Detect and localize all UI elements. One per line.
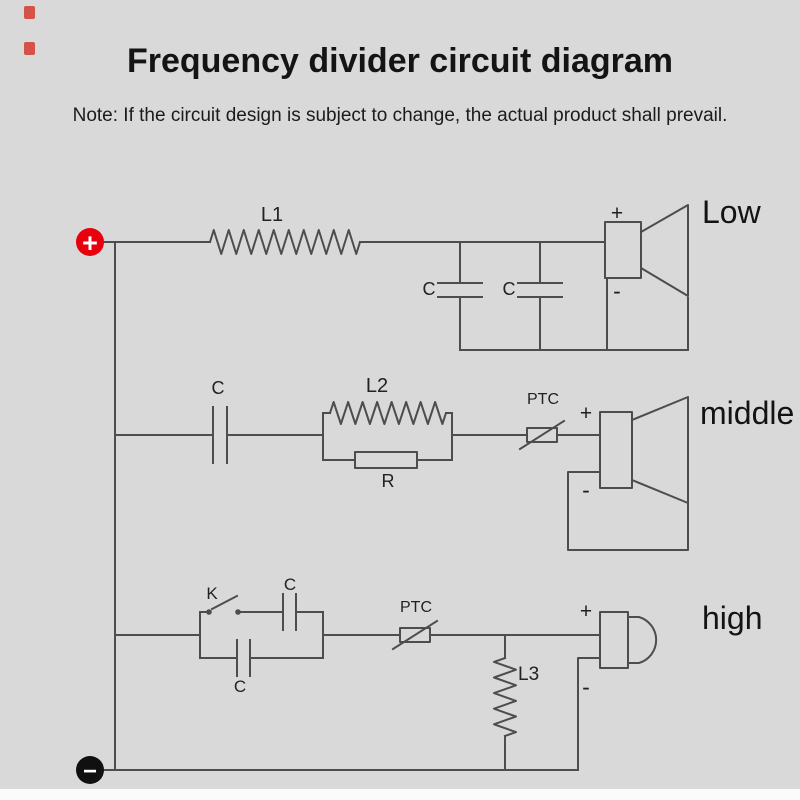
ptc-high-slash [391, 619, 439, 651]
switch-k-contact-left [206, 609, 212, 615]
inductor-l3 [493, 656, 517, 738]
c-mid-label: C [212, 378, 225, 398]
c-low-2-label: C [503, 279, 516, 299]
capacitor-high-bottom [236, 639, 251, 677]
l2-r-parallel-frame [322, 412, 453, 461]
l3-label: L3 [518, 664, 539, 685]
negative-terminal [76, 756, 104, 784]
negative-terminal-symbol: − [83, 758, 97, 785]
channel-label-low: Low [702, 194, 762, 230]
low-speaker-body [604, 221, 642, 279]
capacitor-high-top [282, 593, 297, 631]
ptc-mid-body [526, 427, 558, 443]
l1-label: L1 [261, 204, 283, 226]
c-low-1-label: C [423, 279, 436, 299]
mid-speaker-plus: + [580, 402, 592, 425]
c-high-top-label: C [284, 575, 296, 594]
red-watermark-mark-2 [24, 42, 35, 55]
high-speaker-plus: + [580, 600, 592, 623]
page-title: Frequency divider circuit diagram [126, 42, 674, 80]
r-label: R [382, 471, 395, 491]
c-high-bottom-label: C [234, 677, 246, 696]
channel-label-middle: middle [700, 395, 794, 431]
ptc-mid-label: PTC [527, 391, 559, 408]
ptc-high-body [399, 627, 431, 643]
wire-mid-return [567, 471, 689, 551]
high-speaker-minus: - [582, 674, 590, 700]
l2-label: L2 [366, 375, 388, 397]
capacitor-mid [212, 406, 228, 464]
channel-label-high: high [702, 600, 763, 636]
positive-terminal [76, 228, 104, 256]
inductor-l1 [208, 229, 362, 255]
low-speaker-minus: - [613, 278, 621, 304]
ptc-high-label: PTC [400, 599, 432, 616]
switch-k-lever [210, 594, 239, 611]
wire-low-ground [459, 277, 689, 351]
mid-speaker-minus: - [582, 477, 590, 503]
mid-speaker-body [599, 411, 633, 489]
low-speaker-plus: + [611, 202, 623, 225]
mid-speaker-cone [631, 396, 689, 504]
capacitor-low-2 [517, 241, 563, 351]
k-label: K [206, 584, 218, 603]
resistor-r [354, 451, 418, 469]
high-split-frame [199, 611, 324, 659]
note-text: Note: If the circuit design is subject t… [72, 105, 728, 126]
ptc-mid-slash [518, 419, 566, 451]
switch-k-contact-right [235, 609, 241, 615]
wire-high-return [577, 657, 601, 771]
inductor-l2 [328, 401, 448, 425]
red-watermark-mark-1 [24, 6, 35, 19]
high-speaker-body [599, 611, 629, 669]
capacitor-low-1 [437, 241, 483, 351]
positive-terminal-symbol: + [82, 228, 98, 258]
high-speaker-dome [627, 616, 658, 664]
low-speaker-cone [640, 204, 689, 297]
bottom-strip [0, 789, 800, 800]
